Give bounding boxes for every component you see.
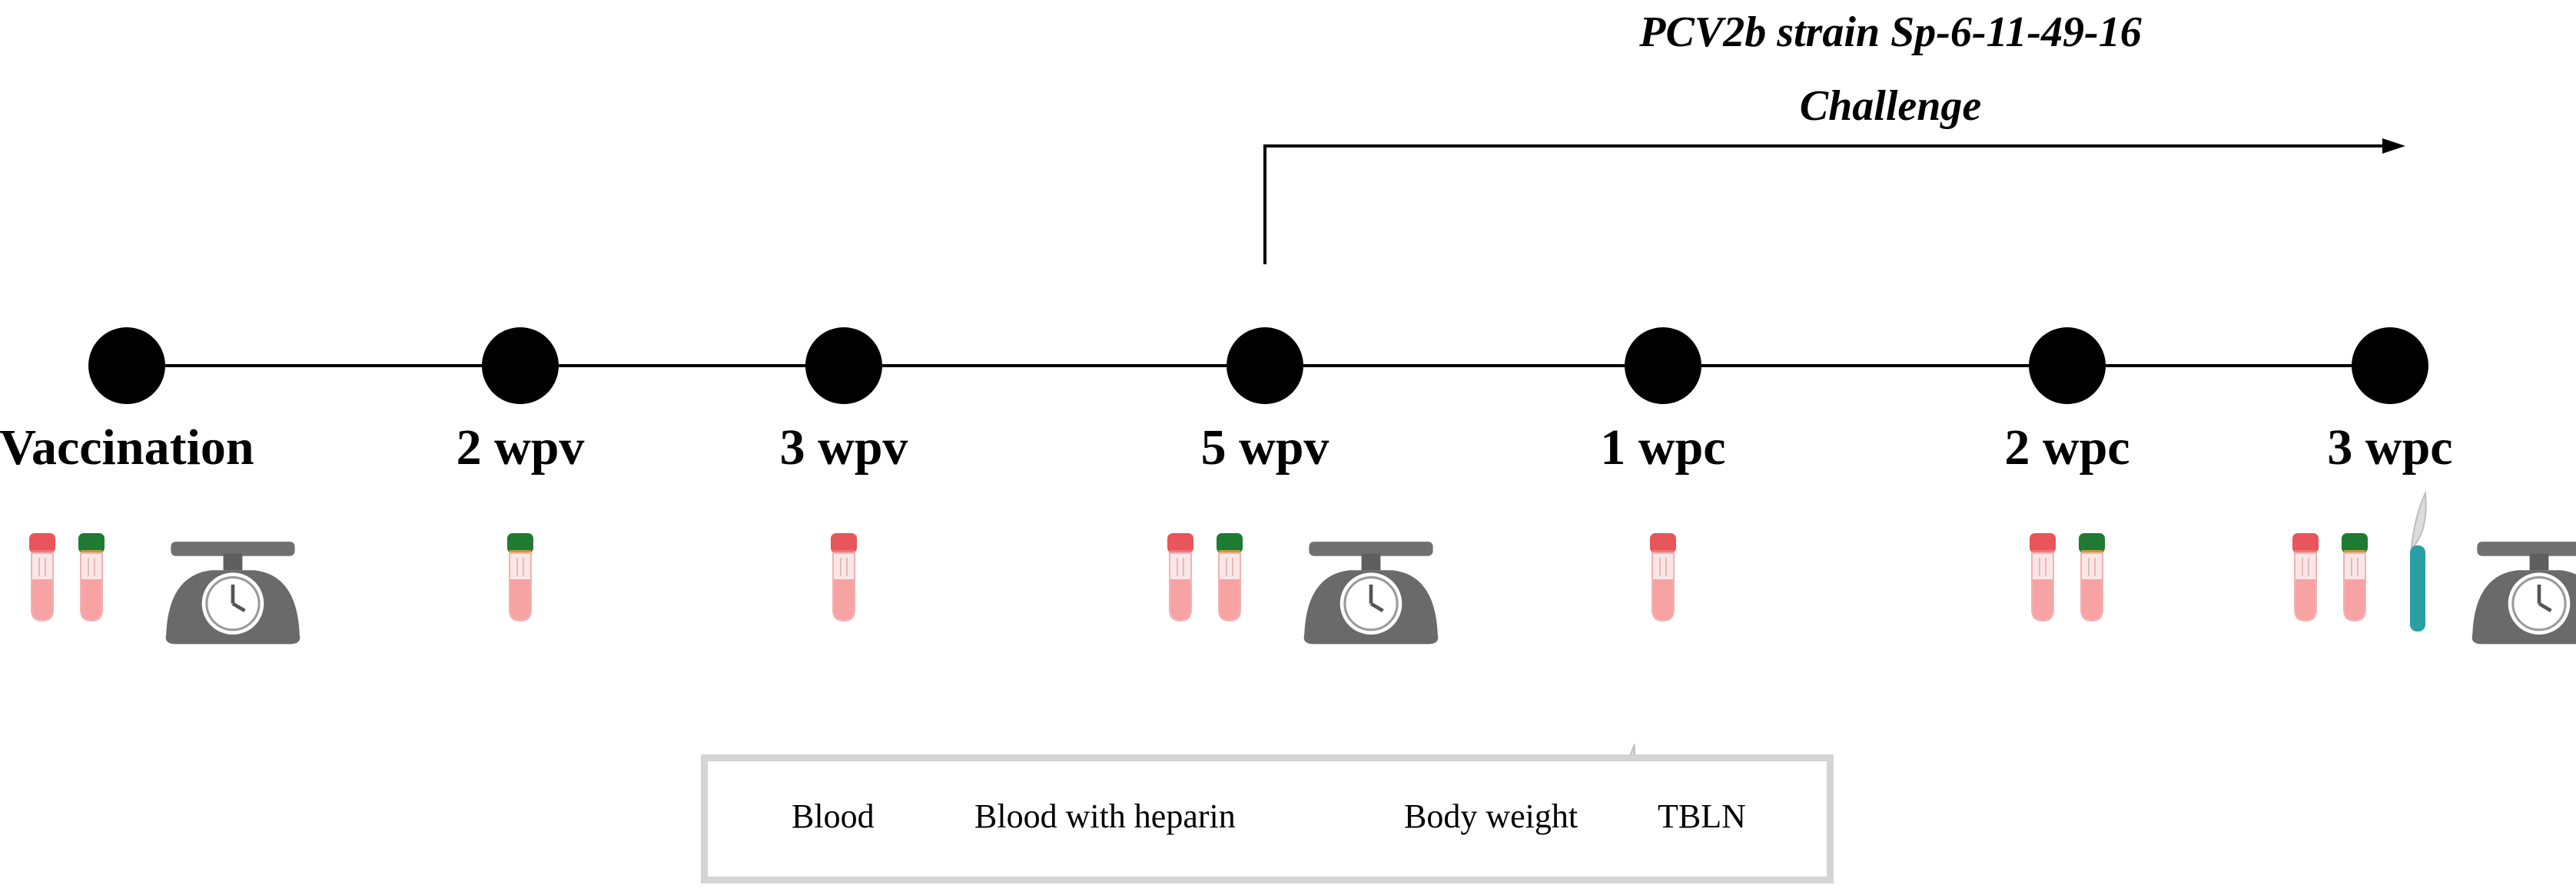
timepoint-label: 3 wpv [779,419,908,476]
timepoint-marker [805,327,882,404]
challenge-arrow [1263,144,2390,264]
timepoint-samples [830,532,858,622]
legend-body-weight-label: Body weight [1404,797,1578,835]
timepoint-samples [2292,492,2576,644]
timepoint-samples [1167,532,1439,644]
timepoint-label: 3 wpc [2327,419,2453,476]
scale-icon [2472,542,2576,644]
heparin-tube-icon [2078,532,2106,622]
timepoint-marker [482,327,559,404]
blood-tube-icon [2292,532,2319,622]
legend [701,754,1834,883]
timepoint-marker [2352,327,2428,404]
heparin-tube-icon [78,532,105,622]
timepoint-samples [1649,532,1677,622]
timepoint-marker [1625,327,1701,404]
blood-tube-icon [1167,532,1194,622]
heparin-tube-icon [1216,532,1243,622]
challenge-strain-label: PCV2b strain Sp-6-11-49-16 [1639,8,2142,56]
challenge-label: Challenge [1799,82,1982,130]
heparin-tube-icon [506,532,534,622]
legend-blood-label: Blood [792,797,875,835]
scale-icon [1304,542,1439,644]
scalpel-icon [2409,492,2427,632]
timepoint-label: 5 wpv [1200,419,1329,476]
heparin-tube-icon [2341,532,2369,622]
blood-tube-icon [28,532,56,622]
scale-icon [166,542,300,644]
timepoint-label: Vaccination [0,419,254,476]
legend-tbln-label: TBLN [1658,797,1746,835]
timepoint-marker [88,327,165,404]
blood-tube-icon [830,532,858,622]
timepoint-label: 1 wpc [1600,419,1726,476]
arrow-head-icon [2382,138,2405,154]
timepoint-marker [2029,327,2106,404]
timepoint-samples [506,532,534,622]
timepoint-samples [2029,532,2106,622]
blood-tube-icon [1649,532,1677,622]
timepoint-label: 2 wpv [456,419,585,476]
legend-heparin-label: Blood with heparin [974,797,1236,835]
timepoint-marker [1227,327,1303,404]
blood-tube-icon [2029,532,2056,622]
timepoint-samples [28,532,300,644]
timepoint-label: 2 wpc [2004,419,2130,476]
